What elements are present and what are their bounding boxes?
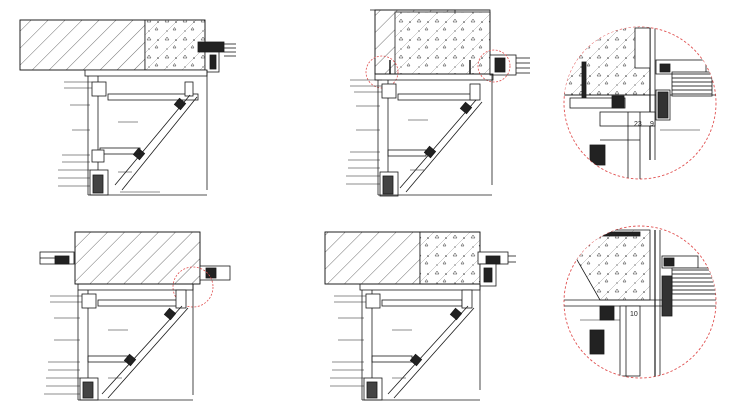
sealant [659,63,671,73]
gasket [599,305,615,321]
curtain-wall-connection [477,251,516,287]
frame-profile-corner [461,289,473,309]
concrete-beam [419,231,481,285]
gasket [611,95,625,109]
leader-annotations [346,79,428,185]
dimension-label: 23 [634,121,642,128]
dimension-label: 10 [630,311,638,318]
anchor-bolt [389,60,471,74]
frame-profile-top [91,81,107,97]
frame-profile-corner [184,81,194,97]
frame-profile-top [381,83,397,99]
bracket [459,101,473,115]
bracket [163,307,177,321]
bracket [409,353,423,367]
concrete-beam [394,11,491,75]
insulation [671,267,716,295]
section-detail-3 [39,231,231,401]
detail-callout-circle [477,49,511,83]
section-detail-2 [346,9,530,197]
enlarged-detail-2: 10 [563,225,717,379]
concrete-beam [144,19,206,71]
leader-annotations [58,81,160,193]
detail-callout-circle [172,266,214,308]
section-detail-4 [324,231,516,401]
bracket [173,97,187,111]
frame-profile-bottom [91,149,105,163]
bracket [123,353,137,367]
frame-profile-top [81,293,97,309]
bracket [423,145,437,159]
leader-annotations [44,295,128,395]
anchor-bolt [599,231,641,237]
bracket [449,307,463,321]
section-detail-1 [19,19,236,196]
dimension-label: 9 [650,121,654,128]
curtain-wall-connection [197,41,236,73]
concrete-slab [74,231,201,285]
frame-profile-corner [469,83,481,101]
curtain-wall-connection [39,251,231,281]
frame-profile-corner [175,289,187,309]
sealant [663,257,675,267]
concrete-slab [324,231,421,285]
frame-profile-top [365,293,381,309]
leader-annotations [330,295,412,387]
concrete-slab [19,19,146,71]
insulation [671,71,713,97]
enlarged-detail-1: 23 9 [563,26,717,180]
